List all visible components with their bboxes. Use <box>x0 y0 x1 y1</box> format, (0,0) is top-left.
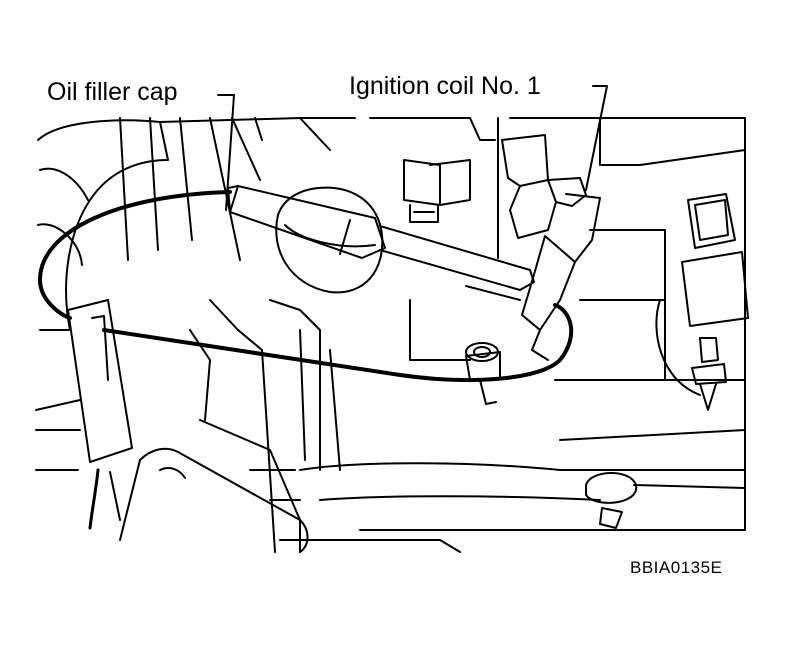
lower-hex-bolt <box>585 472 746 529</box>
leader-ignition-coil <box>585 85 608 191</box>
oil-filler-cap <box>275 186 384 294</box>
leader-oil-filler-cap <box>217 94 235 211</box>
ignition-coil-label: Ignition coil No. 1 <box>349 72 541 100</box>
coil-connector-right <box>655 193 749 411</box>
leader-lines <box>217 85 608 211</box>
bolt-center <box>403 159 471 223</box>
test-probe <box>67 299 309 553</box>
spark-plug-lead <box>38 190 574 382</box>
coil-extension-lead <box>227 185 535 301</box>
ignition-coil-no1 <box>501 134 601 361</box>
oil-filler-cap-label: Oil filler cap <box>47 78 178 106</box>
bracket-bolt <box>465 342 501 405</box>
figure-id-label: BBIA0135E <box>630 558 723 577</box>
engine-block-outline <box>35 117 746 553</box>
